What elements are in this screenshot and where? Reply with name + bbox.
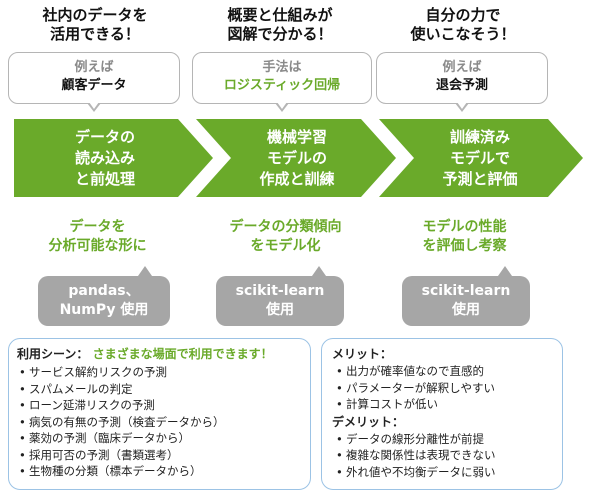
- list-item: スパムメールの判定: [19, 381, 310, 398]
- step2-headline-line2: 図解で分かる！: [227, 25, 333, 43]
- step2-result-line1: データの分類傾向: [229, 219, 342, 235]
- step2-arrow-line2: モデルの: [266, 149, 327, 167]
- step1-arrow-shape: [14, 119, 213, 197]
- step3-result-line2: を評価し考察: [422, 238, 507, 254]
- use-cases-subtitle: さまざまな場面で利用できます！: [92, 347, 273, 361]
- step1-tool-box: pandas、 NumPy 使用: [38, 266, 170, 326]
- step2-result: データの分類傾向 をモデル化: [198, 218, 373, 256]
- step1-arrow-line3: と前処理: [74, 170, 135, 188]
- list-item: 病気の有無の予測（検査データから）: [19, 414, 310, 431]
- step3-headline-line2: 使いこなそう！: [410, 25, 516, 43]
- list-item: 採用可否の予測（書類選考）: [19, 447, 310, 464]
- step3-arrow-shape: [379, 119, 583, 197]
- demerits-list: データの線形分離性が前提 複雑な関係性は表現できない 外れ値や不均衡データに弱い: [336, 431, 562, 481]
- step2-arrow-label: 機械学習 モデルの 作成と訓練: [222, 127, 372, 190]
- step1-example-bubble: 例えば 顧客データ: [8, 52, 180, 112]
- step2-method-bubble: 手法は ロジスティック回帰: [192, 52, 372, 112]
- step1-headline: 社内のデータを 活用できる！: [15, 6, 175, 44]
- step3-tool-line2: 使用: [452, 302, 480, 318]
- list-item: パラメーターが解釈しやすい: [336, 380, 562, 397]
- step3-arrow-line1: 訓練済み: [449, 128, 510, 146]
- merits-title: メリット：: [332, 347, 393, 361]
- tool-box-tail: [138, 266, 152, 276]
- list-item: サービス解約リスクの予測: [19, 364, 310, 381]
- list-item: 出力が確率値なので直感的: [336, 363, 562, 380]
- step3-result: モデルの性能 を評価し考察: [382, 218, 547, 256]
- step2-tool-line2: 使用: [266, 302, 294, 318]
- step3-arrow-label: 訓練済み モデルで 予測と評価: [405, 127, 555, 190]
- step3-tool-box: scikit-learn 使用: [402, 266, 530, 326]
- demerits-title: デメリット：: [332, 414, 405, 429]
- step3-arrow-line3: 予測と評価: [442, 170, 518, 188]
- tool-box-tail: [312, 266, 326, 276]
- list-item: データの線形分離性が前提: [336, 431, 562, 448]
- step1-arrow-line1: データの: [74, 128, 135, 146]
- merits-list: 出力が確率値なので直感的 パラメーターが解釈しやすい 計算コストが低い: [336, 363, 562, 413]
- use-cases-header: 利用シーン： さまざまな場面で利用できます！: [17, 346, 310, 362]
- step1-headline-line1: 社内のデータを: [42, 6, 148, 24]
- step1-result-line2: 分析可能な形に: [48, 238, 147, 254]
- step3-result-line1: モデルの性能: [422, 219, 507, 235]
- list-item: 外れ値や不均衡データに弱い: [336, 464, 562, 481]
- step2-tool-box: scikit-learn 使用: [216, 266, 344, 326]
- pros-cons-panel: メリット： 出力が確率値なので直感的 パラメーターが解釈しやすい 計算コストが低…: [321, 338, 563, 490]
- use-cases-list: サービス解約リスクの予測 スパムメールの判定 ローン延滞リスクの予測 病気の有無…: [19, 364, 310, 480]
- step1-arrow-label: データの 読み込み と前処理: [30, 127, 180, 190]
- step2-headline-line1: 概要と仕組みが: [227, 6, 333, 24]
- bubble-tail: [87, 102, 101, 112]
- step1-arrow-line2: 読み込み: [74, 149, 135, 167]
- step1-headline-line2: 活用できる！: [50, 25, 140, 43]
- list-item: ローン延滞リスクの予測: [19, 397, 310, 414]
- step2-result-line2: をモデル化: [250, 238, 321, 254]
- step3-example-bubble: 例えば 退会予測: [376, 52, 548, 112]
- step3-tool-line1: scikit-learn: [421, 283, 511, 299]
- bubble-tail: [455, 102, 469, 112]
- use-cases-title: 利用シーン：: [17, 347, 89, 361]
- list-item: 計算コストが低い: [336, 396, 562, 413]
- step1-example-value: 顧客データ: [61, 78, 127, 93]
- step1-result-line1: データを: [69, 219, 126, 235]
- step1-tool-line1: pandas、: [68, 283, 140, 299]
- list-item: 薬効の予測（臨床データから）: [19, 430, 310, 447]
- list-item: 生物種の分類（標本データから）: [19, 463, 310, 480]
- tool-box-tail: [498, 266, 512, 276]
- step2-method-label: 手法は: [262, 60, 302, 75]
- step2-tool-line1: scikit-learn: [235, 283, 325, 299]
- use-cases-panel: 利用シーン： さまざまな場面で利用できます！ サービス解約リスクの予測 スパムメ…: [8, 338, 311, 490]
- step2-headline: 概要と仕組みが 図解で分かる！: [200, 6, 360, 44]
- step1-result: データを 分析可能な形に: [15, 218, 180, 256]
- step2-arrow-line3: 作成と訓練: [259, 170, 335, 188]
- step3-headline-line1: 自分の力で: [425, 6, 501, 24]
- step1-tool-line2: NumPy 使用: [59, 302, 149, 318]
- step3-example-label: 例えば: [442, 60, 482, 75]
- step2-arrow-line1: 機械学習: [266, 128, 327, 146]
- step2-arrow-shape: [196, 119, 396, 197]
- step1-example-label: 例えば: [74, 60, 114, 75]
- step3-headline: 自分の力で 使いこなそう！: [383, 6, 543, 44]
- list-item: 複雑な関係性は表現できない: [336, 447, 562, 464]
- step2-method-value: ロジスティック回帰: [223, 78, 341, 93]
- bubble-tail: [275, 102, 289, 112]
- step3-example-value: 退会予測: [435, 78, 488, 93]
- step3-arrow-line2: モデルで: [449, 149, 510, 167]
